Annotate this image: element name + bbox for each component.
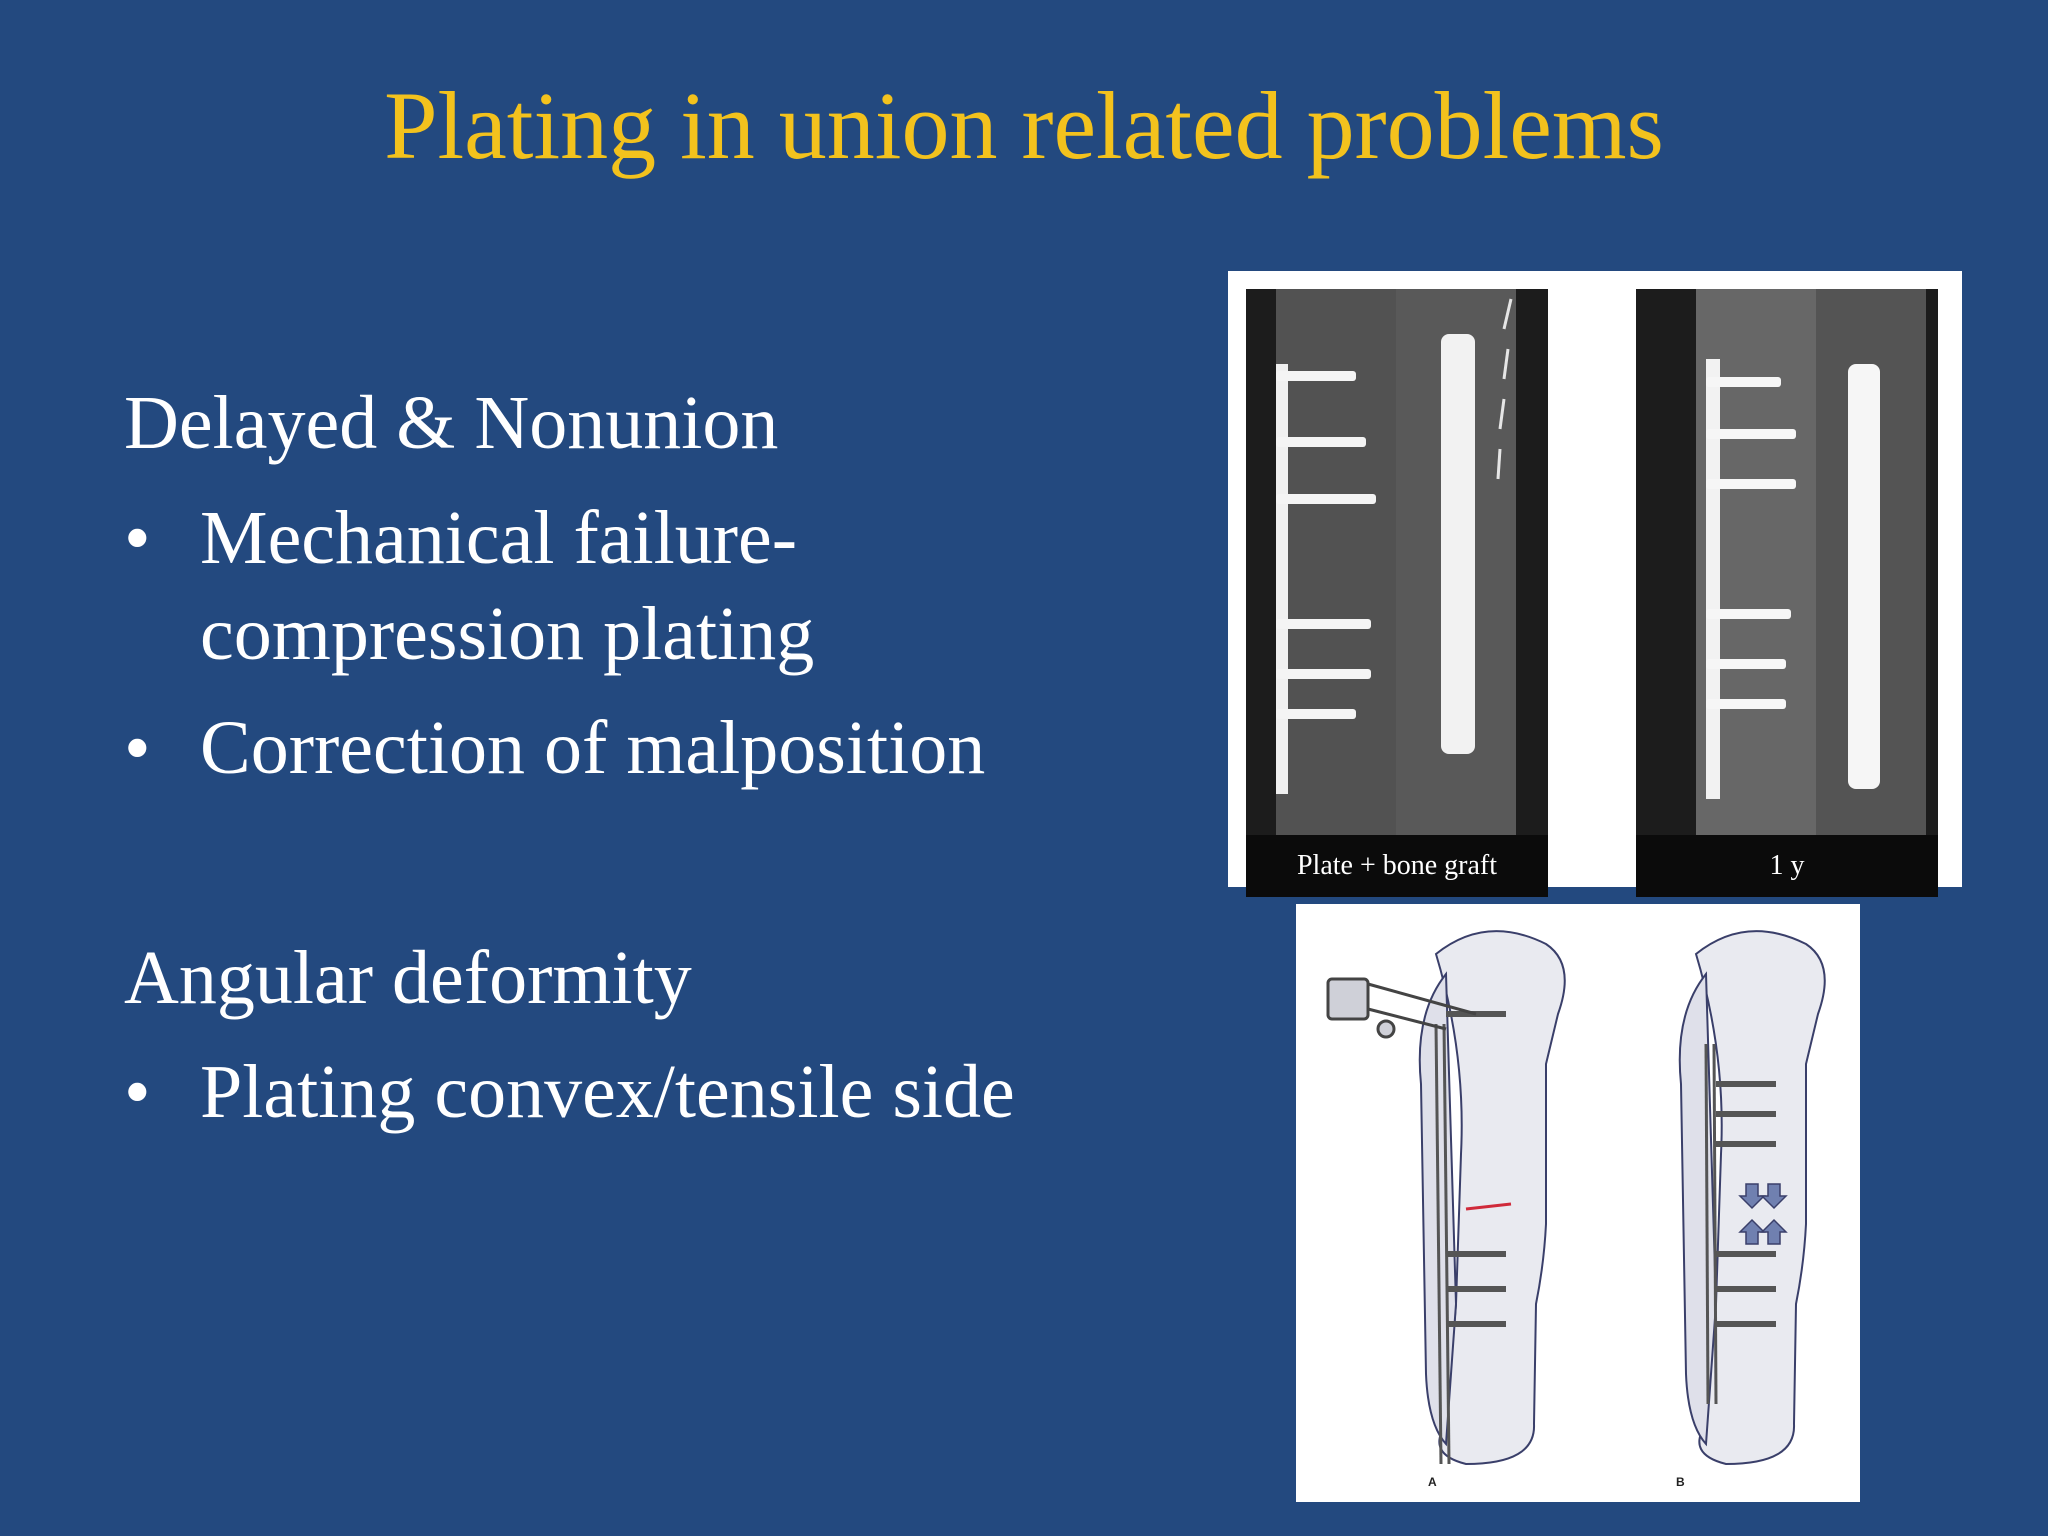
bullet-marker: •	[124, 496, 151, 580]
xray-left-drawing	[1246, 289, 1548, 835]
bone-plating-drawing: A B	[1296, 904, 1860, 1502]
section-heading-nonunion: Delayed & Nonunion	[124, 381, 779, 465]
figure-label-b: B	[1676, 1475, 1685, 1489]
bullet-marker: •	[124, 1050, 151, 1134]
bullet-text-line-1: Mechanical failure-	[200, 496, 798, 580]
section-heading-angular-deformity: Angular deformity	[124, 936, 692, 1020]
xray-image-left	[1246, 289, 1548, 835]
bullet-text-line-2: compression plating	[200, 592, 815, 676]
slide-title: Plating in union related problems	[384, 72, 1664, 179]
xray-image-right	[1636, 289, 1938, 835]
bullet-marker: •	[124, 706, 151, 790]
xray-figure: Plate + bone graft 1 y	[1228, 271, 1962, 897]
xray-right-drawing	[1636, 289, 1938, 835]
xray-caption-right: 1 y	[1636, 835, 1938, 897]
xray-caption-left: Plate + bone graft	[1246, 835, 1548, 897]
bullet-text: Plating convex/tensile side	[200, 1050, 1015, 1134]
bullet-text: Correction of malposition	[200, 706, 986, 790]
tibia-illustrations: A B	[1326, 930, 1826, 1489]
figure-label-a: A	[1428, 1475, 1437, 1489]
